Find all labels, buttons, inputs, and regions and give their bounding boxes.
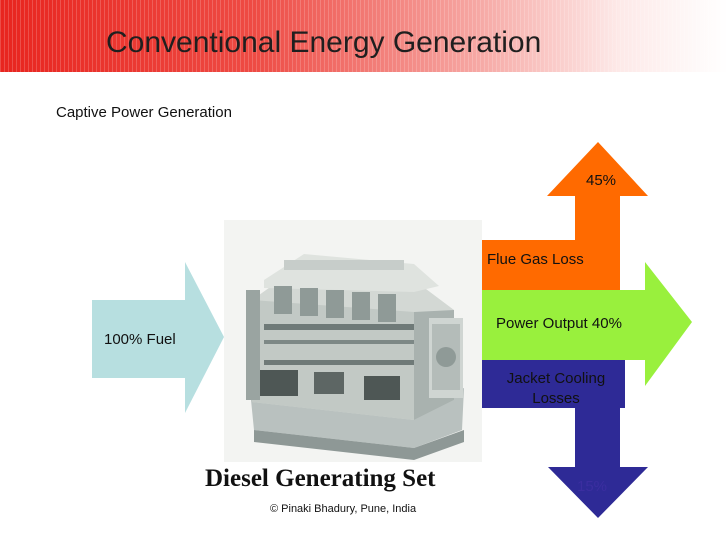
flue-gas-label: Flue Gas Loss <box>487 251 584 268</box>
power-output-label: Power Output 40% <box>496 315 622 332</box>
copyright-notice: © Pinaki Bhadury, Pune, India <box>270 503 416 515</box>
diesel-generator-photo <box>224 220 482 462</box>
generator-caption: Diesel Generating Set <box>205 465 436 493</box>
flue-gas-percent: 45% <box>586 172 616 189</box>
fuel-input-label: 100% Fuel <box>104 331 176 348</box>
jacket-cooling-label: Jacket Cooling Losses <box>484 369 628 409</box>
jacket-cooling-percent: 15% <box>577 478 607 495</box>
